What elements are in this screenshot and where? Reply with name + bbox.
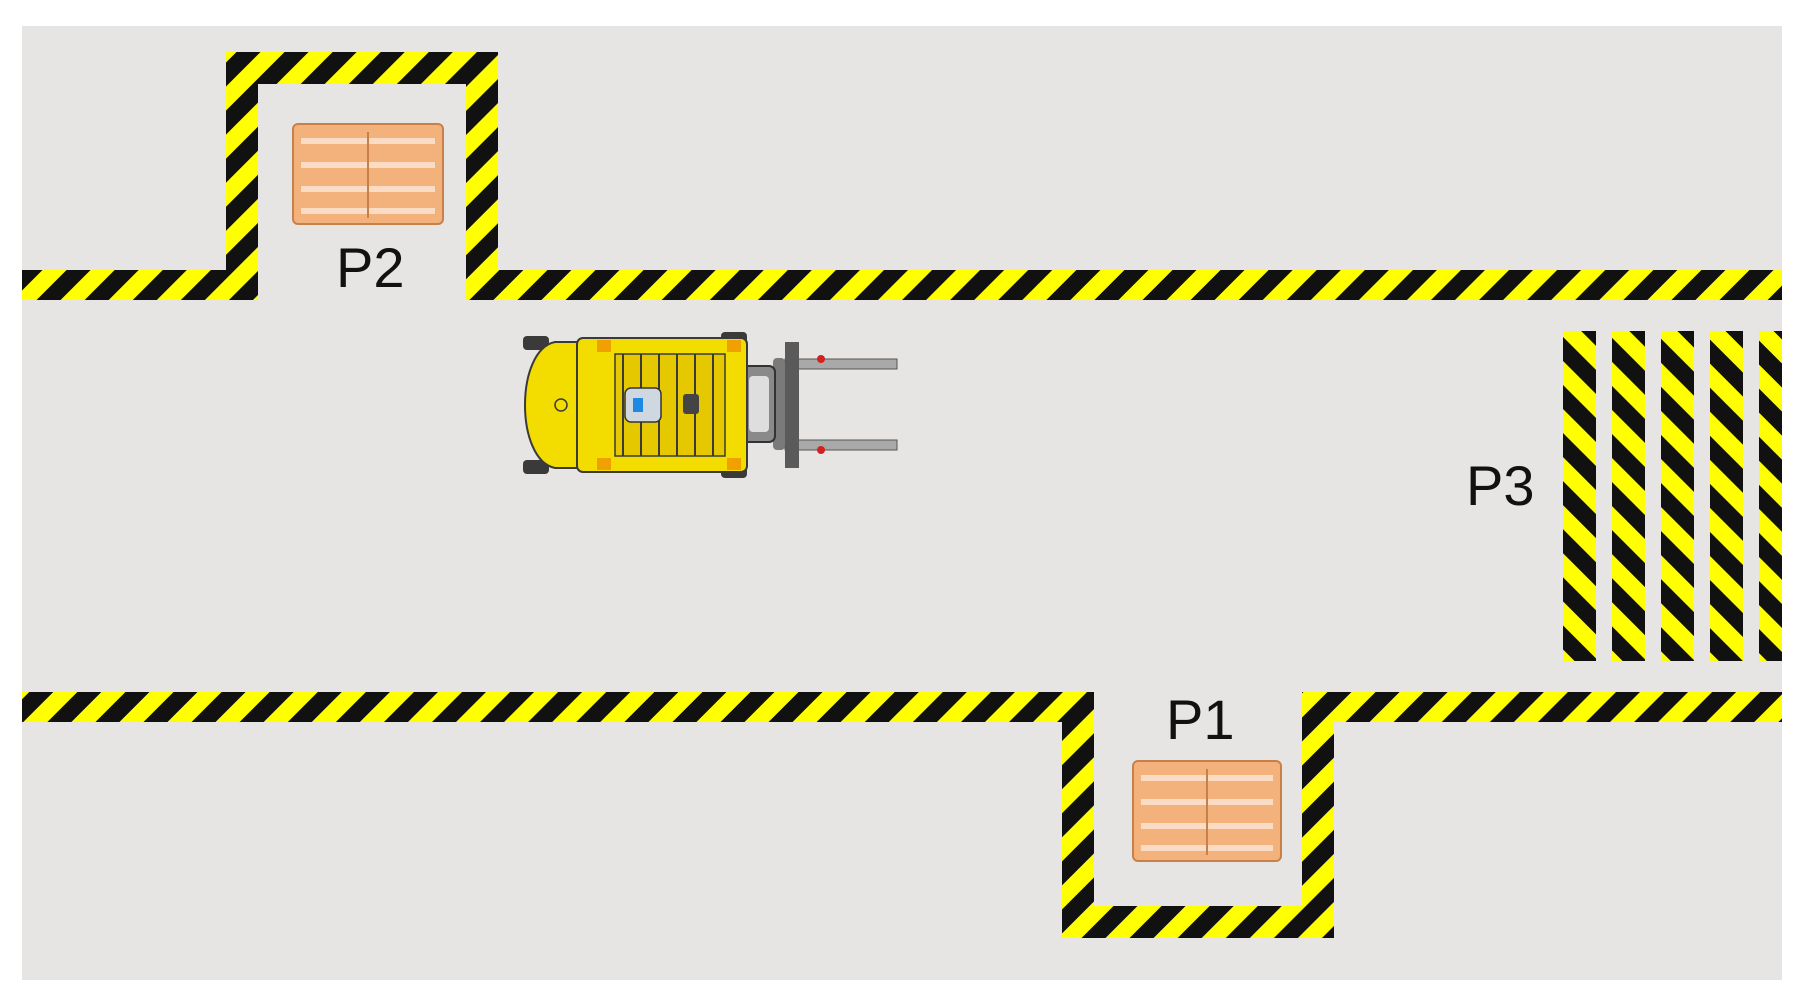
lower-boundary-hazard-line <box>22 692 1782 938</box>
forklift-icon <box>523 332 898 478</box>
pallet-icon <box>292 123 444 225</box>
p3-hazard-zone <box>1563 331 1782 661</box>
upper-boundary-hazard-line <box>22 52 1782 300</box>
station-label-p1: P1 <box>1166 688 1235 751</box>
station-label-p2: P2 <box>336 236 405 299</box>
pallet-icon <box>1132 760 1282 862</box>
station-label-p3: P3 <box>1466 454 1535 517</box>
